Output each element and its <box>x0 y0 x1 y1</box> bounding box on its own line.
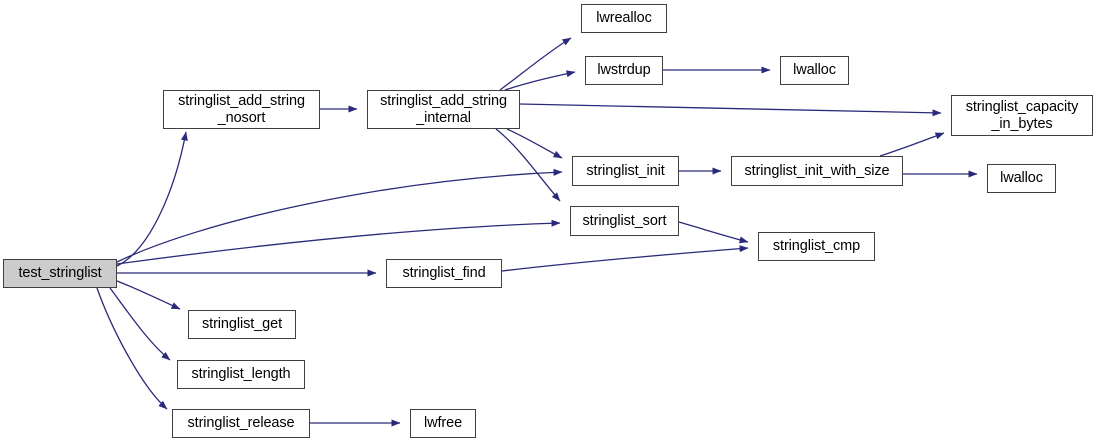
node-stringlist_init[interactable]: stringlist_init <box>572 156 679 186</box>
call-edge-test_stringlist-to-stringlist_sort <box>116 219 561 265</box>
node-stringlist_find[interactable]: stringlist_find <box>386 259 502 288</box>
call-edge-test_stringlist-to-stringlist_init <box>116 168 563 263</box>
node-stringlist_capacity_in_bytes[interactable]: stringlist_capacity _in_bytes <box>951 95 1093 136</box>
call-edge-stringlist_init_with_size-to-stringlist_capacity_in_bytes <box>879 132 945 157</box>
call-edge-stringlist_add_string_internal-to-stringlist_init <box>506 128 563 159</box>
node-stringlist_length[interactable]: stringlist_length <box>177 360 305 389</box>
node-lwstrdup[interactable]: lwstrdup <box>585 56 663 85</box>
call-edge-test_stringlist-to-stringlist_add_string_nosort <box>116 131 188 267</box>
node-stringlist_cmp[interactable]: stringlist_cmp <box>758 232 875 261</box>
node-stringlist_init_with_size[interactable]: stringlist_init_with_size <box>731 156 903 186</box>
node-stringlist_release[interactable]: stringlist_release <box>172 409 310 438</box>
node-lwfree[interactable]: lwfree <box>410 409 476 438</box>
node-stringlist_add_string_internal[interactable]: stringlist_add_string _internal <box>367 90 520 129</box>
call-edge-stringlist_sort-to-stringlist_cmp <box>678 221 749 244</box>
call-edge-stringlist_add_string_internal-to-stringlist_sort <box>495 128 561 202</box>
call-edge-test_stringlist-to-stringlist_get <box>116 280 181 310</box>
call-edge-test_stringlist-to-stringlist_length <box>109 287 171 361</box>
node-lwalloc_top[interactable]: lwalloc <box>780 56 849 85</box>
node-stringlist_add_string_nosort[interactable]: stringlist_add_string _nosort <box>163 90 320 129</box>
node-stringlist_get[interactable]: stringlist_get <box>188 310 296 339</box>
node-lwrealloc[interactable]: lwrealloc <box>581 4 667 33</box>
call-edge-stringlist_add_string_internal-to-stringlist_capacity_in_bytes <box>519 103 942 117</box>
node-test_stringlist[interactable]: test_stringlist <box>3 259 117 288</box>
node-lwalloc_bottom[interactable]: lwalloc <box>987 164 1056 193</box>
call-edge-stringlist_add_string_internal-to-lwrealloc <box>499 37 572 91</box>
call-edge-test_stringlist-to-stringlist_release <box>96 287 168 410</box>
call-edge-stringlist_add_string_internal-to-lwstrdup <box>504 70 576 91</box>
node-stringlist_sort[interactable]: stringlist_sort <box>570 206 679 236</box>
call-edge-stringlist_find-to-stringlist_cmp <box>501 245 749 272</box>
